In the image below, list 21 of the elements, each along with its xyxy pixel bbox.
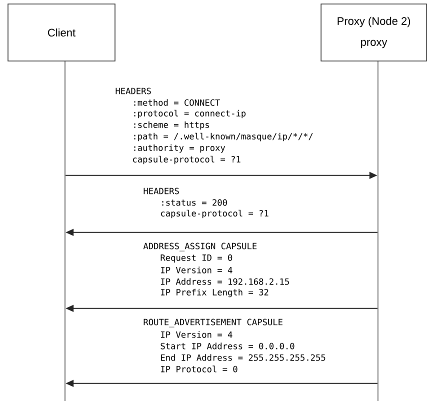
participant-box: Proxy (Node 2) proxy — [320, 4, 427, 62]
message-text: IP Prefix Length = 32 — [161, 288, 268, 298]
message-text: ADDRESS_ASSIGN CAPSULE — [143, 242, 257, 252]
message-text: IP Address = 192.168.2.15 — [161, 278, 289, 285]
participant-box: Client — [8, 4, 116, 62]
message-text: Start IP Address = 0.0.0.0 — [160, 342, 294, 350]
message-text: Request ID = 0 — [160, 254, 232, 263]
message-text: End IP Address = 255.255.255.255 — [161, 354, 326, 361]
message-text: IP Version = 4 — [161, 266, 232, 274]
message-text: ROUTE_ADVERTISEMENT CAPSULE — [144, 318, 282, 328]
message-text: :protocol = connect-ip — [134, 110, 246, 118]
message-text: HEADERS — [144, 188, 179, 194]
message-text: capsule-protocol = ?1 — [133, 156, 240, 164]
message-text: :authority = proxy — [134, 144, 226, 153]
message-text: :path = /.well-known/masque/ip/*/*/ — [134, 132, 313, 142]
message-text: :method = CONNECT — [134, 99, 220, 106]
message-text: IP Version = 4 — [161, 331, 232, 338]
message-text: IP Protocol = 0 — [161, 366, 238, 372]
message-text: :scheme = https — [134, 121, 210, 130]
message-text: capsule-protocol = ?1 — [161, 210, 268, 218]
message-text: :status = 200 — [162, 199, 227, 206]
